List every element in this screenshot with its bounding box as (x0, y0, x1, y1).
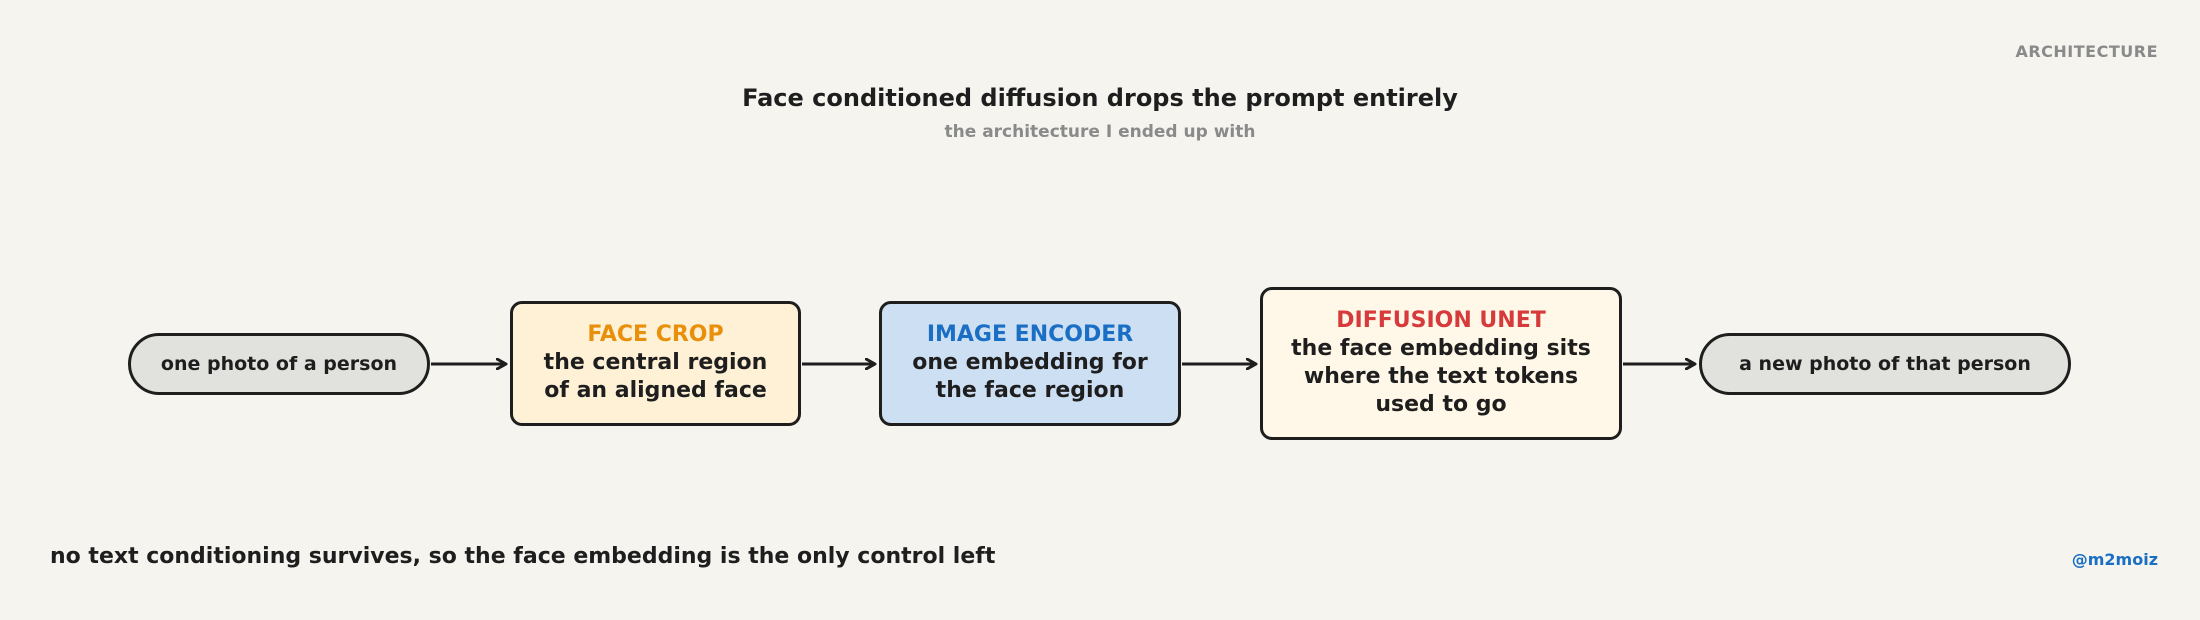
input-photo-label: one photo of a person (160, 353, 398, 375)
diffusion-unet-line: the face embedding sits (1291, 336, 1591, 361)
header: Face conditioned diffusion drops the pro… (0, 84, 2200, 142)
diffusion-unet-line: where the text tokens (1303, 364, 1579, 389)
image-encoder-line: one embedding for (912, 350, 1148, 375)
footer-note: no text conditioning survives, so the fa… (50, 544, 996, 569)
diffusion-unet-node: DIFFUSION UNET the face embedding sits w… (1260, 287, 1622, 440)
page-title: Face conditioned diffusion drops the pro… (742, 84, 1458, 112)
output-photo-node: a new photo of that person (1699, 333, 2071, 395)
output-photo-label: a new photo of that person (1739, 353, 2031, 375)
diffusion-unet-heading: DIFFUSION UNET (1336, 308, 1546, 333)
image-encoder-line: the face region (935, 378, 1125, 403)
page-subtitle: the architecture I ended up with (944, 122, 1256, 142)
image-encoder-node: IMAGE ENCODER one embedding for the face… (879, 301, 1181, 426)
image-encoder-heading: IMAGE ENCODER (926, 322, 1134, 347)
face-crop-heading: FACE CROP (587, 322, 724, 347)
author-handle[interactable]: @m2moiz (2071, 550, 2158, 569)
input-photo-node: one photo of a person (128, 333, 430, 395)
face-crop-line: of an aligned face (544, 378, 767, 403)
face-crop-node: FACE CROP the central region of an align… (510, 301, 801, 426)
section-label: ARCHITECTURE (2015, 42, 2158, 61)
diffusion-unet-line: used to go (1375, 392, 1507, 417)
face-crop-line: the central region (543, 350, 768, 375)
